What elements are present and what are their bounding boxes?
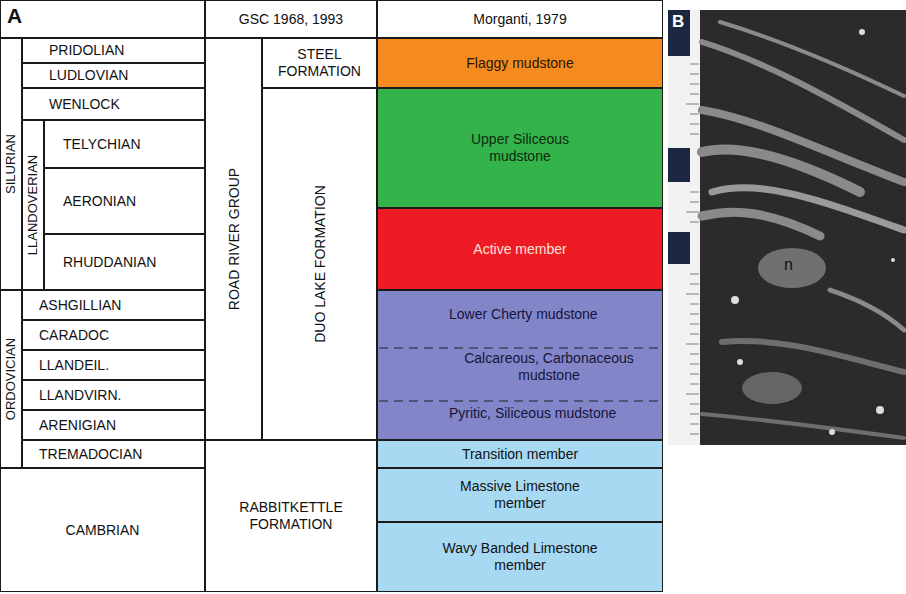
cell-text: Active member xyxy=(473,241,566,258)
cell-text: Pyritic, Siliceous mudstone xyxy=(449,405,616,422)
period-cell: CAMBRIAN xyxy=(0,468,205,592)
cell-text: Lower Cherty mudstone xyxy=(449,306,598,323)
cell-text: Massive Limestone member xyxy=(445,478,595,512)
cell-text: LLANDVIRN. xyxy=(39,387,121,404)
stage-cell: ARENIGIAN xyxy=(22,410,205,440)
unit-band: Massive Limestone member xyxy=(377,468,663,522)
formation-cell: DUO LAKE FORMATION xyxy=(262,88,377,440)
cell-text: Upper Siliceous mudstone xyxy=(445,131,595,165)
cell-text: WENLOCK xyxy=(49,96,120,113)
white-specks xyxy=(731,29,895,435)
cell-text: PRIDOLIAN xyxy=(49,42,124,59)
scale-block xyxy=(668,148,690,182)
panel-letter-cell: A xyxy=(0,0,205,38)
cell-text: Flaggy mudstone xyxy=(466,55,573,72)
rock-photo xyxy=(668,10,906,445)
nodule xyxy=(742,372,802,404)
cell-text: GSC 1968, 1993 xyxy=(239,11,343,28)
cell-text: Morganti, 1979 xyxy=(473,11,566,28)
cell-text: ASHGILLIAN xyxy=(39,297,121,314)
vertical-label: ORDOVICIAN xyxy=(3,338,19,420)
column-header: Morganti, 1979 xyxy=(377,0,663,38)
cell-text: AERONIAN xyxy=(63,193,136,210)
cell-text: LUDLOVIAN xyxy=(49,67,128,84)
scale-block xyxy=(668,232,690,264)
stage-cell: WENLOCK xyxy=(22,88,205,120)
photo-ground xyxy=(700,10,906,445)
cell-text: Wavy Banded Limestone member xyxy=(425,540,615,574)
stage-cell: PRIDOLIAN xyxy=(22,38,205,63)
stage-cell: RHUDDANIAN xyxy=(44,234,205,290)
unit-band: Active member xyxy=(377,208,663,290)
cell-text: STEEL FORMATION xyxy=(270,46,370,80)
callout-letter: n xyxy=(784,256,793,274)
rock-bands xyxy=(702,22,904,438)
column-header: GSC 1968, 1993 xyxy=(205,0,377,38)
unit-band: Lower Cherty mudstoneCalcareous, Carbona… xyxy=(377,290,663,440)
cell-text: RHUDDANIAN xyxy=(63,254,156,271)
stage-cell: TREMADOCIAN xyxy=(22,440,205,468)
vertical-label: ROAD RIVER GROUP xyxy=(225,168,242,310)
cell-text: TELYCHIAN xyxy=(63,136,141,153)
nodule xyxy=(758,248,826,288)
dashed-divider xyxy=(379,347,661,348)
period-cell: ORDOVICIAN xyxy=(0,290,22,468)
stage-cell: CARADOC xyxy=(22,320,205,350)
cell-text: ARENIGIAN xyxy=(39,417,116,434)
stage-cell: AERONIAN xyxy=(44,168,205,234)
group-cell: ROAD RIVER GROUP xyxy=(205,38,262,440)
cell-text: CAMBRIAN xyxy=(66,522,140,539)
stage-cell: LUDLOVIAN xyxy=(22,63,205,88)
cell-text: CARADOC xyxy=(39,327,109,344)
stage-cell: LLANDEIL. xyxy=(22,350,205,380)
cell-text: TREMADOCIAN xyxy=(39,446,142,463)
cell-text: Calcareous, Carbonaceous mudstone xyxy=(449,350,649,384)
unit-band: Transition member xyxy=(377,440,663,468)
scale-block xyxy=(668,10,690,56)
dashed-divider xyxy=(379,400,661,401)
purple-band-fill xyxy=(377,290,663,440)
unit-band: Flaggy mudstone xyxy=(377,38,663,88)
cell-text: Transition member xyxy=(462,446,578,463)
vertical-label: LLANDOVERIAN xyxy=(25,155,41,255)
stage-cell: LLANDVIRN. xyxy=(22,380,205,410)
vertical-label: SILURIAN xyxy=(3,134,19,194)
stage-cell: ASHGILLIAN xyxy=(22,290,205,320)
series-cell: LLANDOVERIAN xyxy=(22,120,44,290)
formation-cell: RABBITKETTLE FORMATION xyxy=(205,440,377,592)
formation-cell: STEEL FORMATION xyxy=(262,38,377,88)
cell-text: RABBITKETTLE FORMATION xyxy=(226,499,356,533)
unit-band: Upper Siliceous mudstone xyxy=(377,88,663,208)
scale-strip xyxy=(668,10,700,445)
panel-letter: B xyxy=(672,13,684,32)
stage-cell: TELYCHIAN xyxy=(44,120,205,168)
unit-band: Wavy Banded Limestone member xyxy=(377,522,663,592)
cell-text: LLANDEIL. xyxy=(39,357,109,374)
scale-ticks xyxy=(686,64,699,434)
period-cell: SILURIAN xyxy=(0,38,22,290)
vertical-label: DUO LAKE FORMATION xyxy=(311,185,328,343)
cell-text: A xyxy=(7,3,22,28)
